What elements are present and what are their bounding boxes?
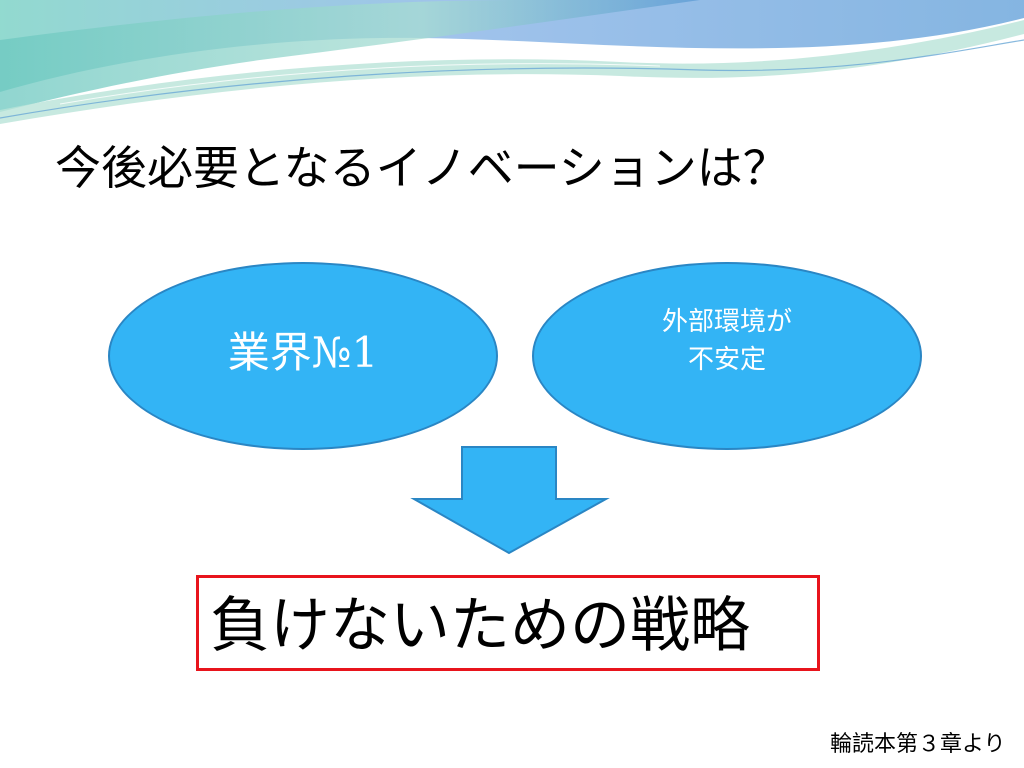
footnote: 輪読本第３章より	[830, 732, 1006, 757]
industry-leader-ellipse: 業界№1	[108, 262, 498, 450]
unstable-environment-label: 外部環境が 不安定	[661, 307, 792, 375]
industry-leader-label: 業界№1	[227, 327, 379, 377]
down-arrow-icon	[410, 446, 610, 555]
result-highlight-box	[196, 575, 820, 671]
unstable-environment-ellipse: 外部環境が 不安定	[532, 262, 922, 450]
slide-title: 今後必要となるイノベーションは？	[55, 141, 789, 195]
decorative-wave	[0, 0, 1024, 124]
result-text: 負けないための戦略	[210, 591, 750, 661]
